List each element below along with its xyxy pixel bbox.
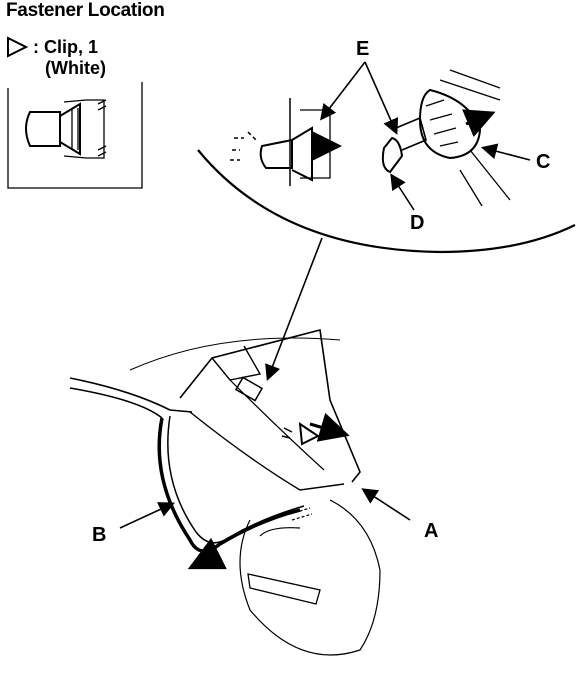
- clip-triangle-icon: [7, 36, 28, 58]
- trunk-panel: [69, 329, 381, 656]
- callout-d: D: [410, 212, 425, 234]
- callout-leaders: [119, 61, 531, 529]
- callout-a: A: [424, 520, 439, 542]
- legend-clip-label: : Clip, 1: [33, 37, 99, 57]
- callout-c: C: [536, 151, 551, 173]
- legend-label: : Clip, 1 (White): [33, 37, 106, 79]
- page-title: Fastener Location: [6, 0, 165, 21]
- magnified-view: [197, 69, 576, 254]
- clip-detail-inset: [7, 82, 143, 189]
- callout-e: E: [356, 38, 370, 60]
- callout-b: B: [92, 524, 107, 546]
- legend-color-label: (White): [45, 58, 106, 78]
